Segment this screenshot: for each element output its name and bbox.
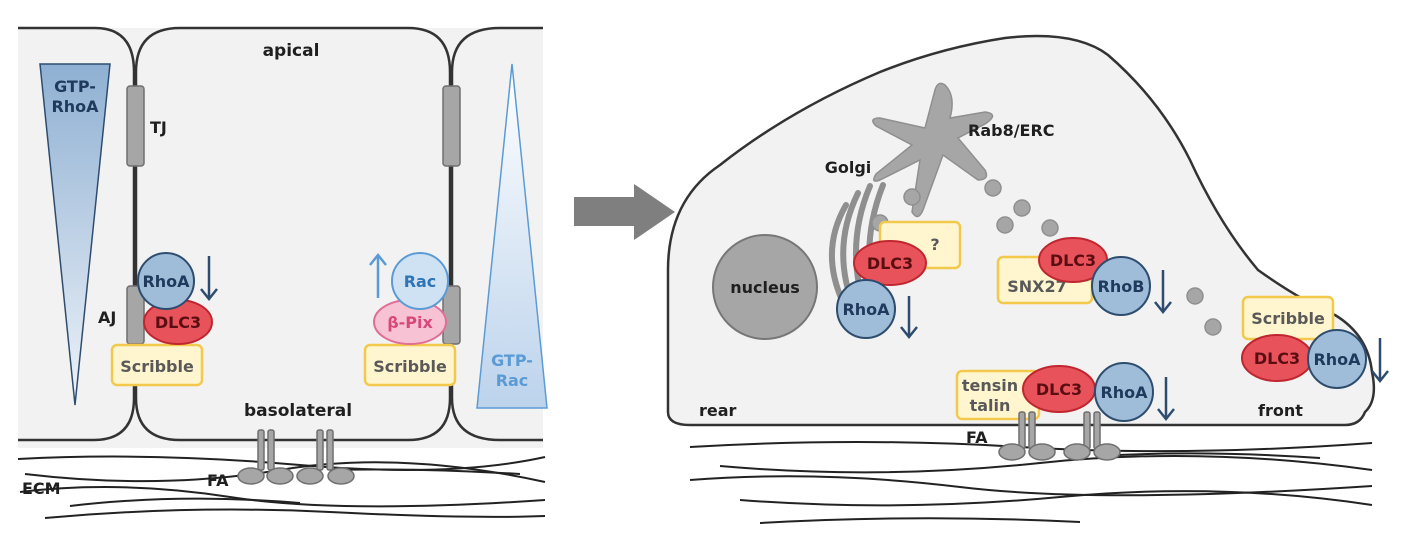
rhoa-front bbox=[1307, 329, 1367, 389]
rhoa-golgi-label: RhoA bbox=[842, 300, 890, 319]
beta-pix-label: β-Pix bbox=[387, 313, 433, 332]
down-arrow-icon bbox=[900, 296, 918, 340]
focal-adhesion-integrins-right bbox=[998, 411, 1121, 461]
dlc3-label-left: DLC3 bbox=[155, 313, 201, 332]
front-label: front bbox=[1258, 401, 1303, 420]
rhoa-label-left: RhoA bbox=[142, 272, 190, 291]
rhoa-fa-label: RhoA bbox=[1100, 383, 1148, 402]
right-neighbour-cell bbox=[450, 26, 543, 442]
gtp-rhoa-label-1: GTP- bbox=[54, 77, 96, 96]
gtp-rhoa-gradient bbox=[39, 63, 111, 406]
nucleus bbox=[712, 234, 818, 340]
dlc3-front-label: DLC3 bbox=[1254, 349, 1300, 368]
down-arrow-icon bbox=[1157, 377, 1175, 422]
focal-adhesion-integrins-left bbox=[237, 429, 355, 485]
left-neighbour-cell bbox=[18, 26, 136, 442]
down-arrow-icon bbox=[1371, 338, 1389, 384]
dlc3-golgi-label: DLC3 bbox=[867, 254, 913, 273]
rac-label: Rac bbox=[404, 272, 437, 291]
scribble-label-right: Scribble bbox=[373, 357, 447, 376]
rhoa-front-label: RhoA bbox=[1313, 350, 1361, 369]
right-panel-migrating-cell: nucleus Golgi Rab8/ERC ? DLC3 Rh bbox=[666, 34, 1389, 524]
gtp-rac-label-1: GTP- bbox=[491, 351, 533, 370]
tensin-label: tensin bbox=[962, 376, 1018, 395]
golgi-label: Golgi bbox=[825, 158, 872, 177]
central-epithelial-cell bbox=[134, 26, 452, 442]
gtp-rac-gradient bbox=[476, 63, 548, 409]
down-arrow-icon bbox=[200, 256, 218, 302]
vesicles bbox=[871, 179, 1222, 336]
dlc3-golgi bbox=[853, 240, 927, 286]
fa-label-left: FA bbox=[207, 471, 229, 490]
rear-label: rear bbox=[699, 401, 737, 420]
rhob-label: RhoB bbox=[1098, 277, 1145, 296]
down-arrow-icon bbox=[1154, 270, 1172, 315]
question-label: ? bbox=[930, 235, 939, 254]
dlc3-fa-label: DLC3 bbox=[1036, 380, 1082, 399]
ecm-label: ECM bbox=[22, 479, 61, 498]
scribble-front-label: Scribble bbox=[1251, 309, 1325, 328]
rhoa-fa bbox=[1094, 362, 1154, 422]
nucleus-label: nucleus bbox=[730, 278, 800, 297]
gtp-rac-label-2: Rac bbox=[496, 371, 529, 390]
rhob bbox=[1091, 256, 1151, 316]
dlc3-snx27-label: DLC3 bbox=[1050, 251, 1096, 270]
snx27-label: SNX27 bbox=[1007, 277, 1067, 296]
tj-label: TJ bbox=[150, 118, 167, 137]
rab8-erc-label: Rab8/ERC bbox=[968, 121, 1055, 140]
rac bbox=[391, 252, 449, 310]
fa-label-right: FA bbox=[966, 428, 988, 447]
rab8-erc-compartment bbox=[872, 82, 994, 218]
talin-label: talin bbox=[970, 396, 1011, 415]
gtp-rhoa-label-2: RhoA bbox=[51, 97, 99, 116]
ecm-fibres bbox=[17, 455, 546, 519]
tight-junction-right bbox=[442, 85, 461, 167]
scribble-box-left bbox=[110, 343, 204, 387]
transition-arrow-icon bbox=[574, 184, 675, 240]
up-arrow-icon bbox=[369, 252, 387, 298]
rhoa-left bbox=[137, 252, 195, 310]
scribble-label-left: Scribble bbox=[120, 357, 194, 376]
apical-label: apical bbox=[263, 41, 320, 61]
left-panel-epithelium: GTP- RhoA GTP- Rac TJ AJ apical basolate… bbox=[17, 26, 548, 519]
rhoa-golgi bbox=[836, 279, 896, 339]
aj-label: AJ bbox=[98, 308, 116, 327]
basolateral-label: basolateral bbox=[244, 401, 352, 421]
tight-junction-left bbox=[126, 85, 145, 167]
